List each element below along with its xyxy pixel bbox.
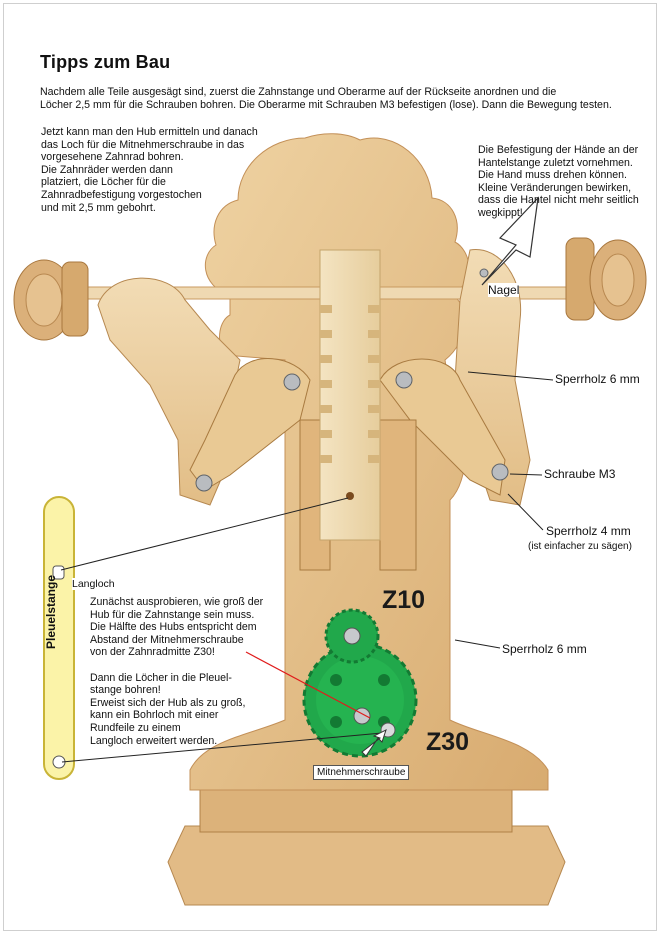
screw-heads bbox=[195, 268, 509, 492]
base-plate bbox=[167, 825, 566, 906]
lever-right bbox=[379, 419, 417, 571]
label-sperrholz-4mm: Sperrholz 4 mm bbox=[546, 524, 631, 538]
label-pleuelstange: Pleuelstange bbox=[44, 574, 58, 650]
page-frame bbox=[3, 3, 657, 931]
label-sperrholz-6mm-bottom: Sperrholz 6 mm bbox=[502, 642, 587, 656]
drive-screw-arrow bbox=[361, 729, 387, 757]
label-schraube-m3: Schraube M3 bbox=[544, 467, 616, 481]
label-sperrholz-4mm-note: (ist einfacher zu sägen) bbox=[528, 541, 632, 552]
label-mitnehmerschraube: Mitnehmerschraube bbox=[313, 765, 410, 780]
rack-teeth bbox=[320, 305, 380, 463]
intro-text: Nachdem alle Teile ausgesägt sind, zuers… bbox=[40, 86, 612, 111]
label-nagel: Nagel bbox=[488, 283, 520, 297]
rack bbox=[319, 249, 381, 541]
note-hub: Zunächst ausprobieren, wie groß der Hub … bbox=[90, 596, 264, 747]
weight-left-inner bbox=[61, 261, 89, 337]
label-z10: Z10 bbox=[382, 586, 426, 614]
label-langloch: Langloch bbox=[72, 578, 115, 590]
note-left: Jetzt kann man den Hub ermitteln und dan… bbox=[41, 126, 258, 214]
label-z30: Z30 bbox=[426, 728, 470, 756]
note-right: Die Befestigung der Hände an der Hantels… bbox=[478, 144, 639, 219]
page-title: Tipps zum Bau bbox=[40, 52, 171, 72]
label-sperrholz-6mm-top: Sperrholz 6 mm bbox=[555, 372, 640, 386]
nail-arrow bbox=[481, 196, 539, 286]
base-block bbox=[199, 787, 513, 833]
connector-rod bbox=[43, 496, 75, 780]
upper-arm-right bbox=[379, 358, 506, 496]
rack-hole bbox=[346, 492, 354, 500]
